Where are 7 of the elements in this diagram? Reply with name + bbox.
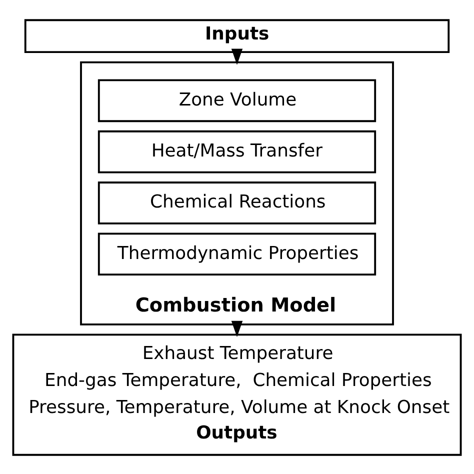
arrow (231, 320, 243, 336)
arrow (231, 48, 243, 64)
node-box: Zone Volume (98, 78, 376, 122)
node-box: Heat/Mass Transfer (98, 130, 376, 173)
node-box: Thermodynamic Properties (98, 232, 376, 276)
node-box: Chemical Reactions (98, 181, 376, 224)
node-box: Exhaust Temperature End-gas Temperature, Chemical Properties Pressure, Temperature, Volume at Knock Onset Outputs (12, 333, 462, 456)
